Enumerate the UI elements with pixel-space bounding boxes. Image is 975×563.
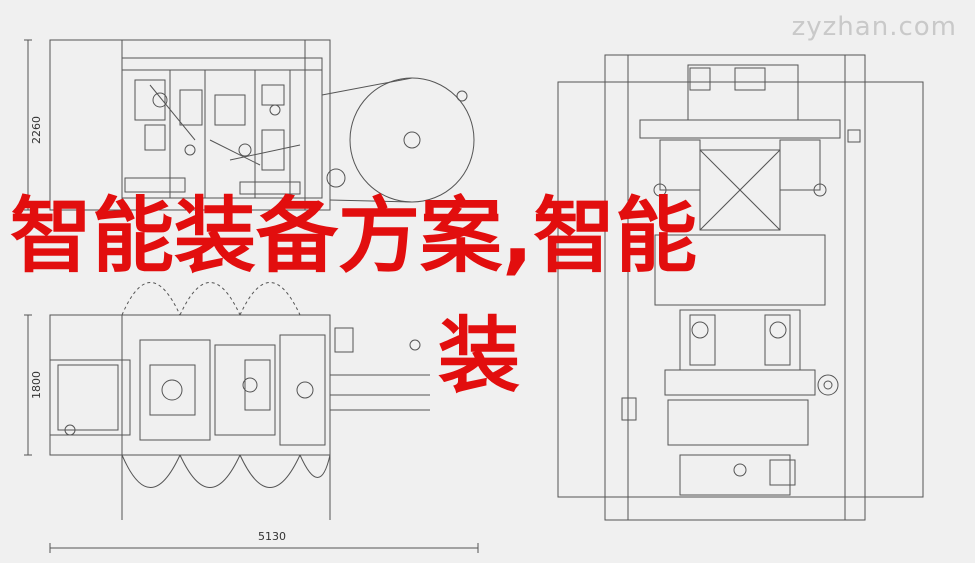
bottom-view: [24, 282, 479, 553]
watermark-text: zyzhan.com: [791, 12, 957, 42]
side-view: [557, 54, 924, 521]
top-view: [24, 39, 475, 211]
dimension-5130: 5130: [258, 530, 286, 543]
dimension-1800: 1800: [30, 371, 43, 399]
headline-line-2: 装: [438, 309, 521, 404]
headline-line-1: 智能装备方案,智能: [10, 189, 698, 284]
dimension-2260: 2260: [30, 116, 43, 144]
